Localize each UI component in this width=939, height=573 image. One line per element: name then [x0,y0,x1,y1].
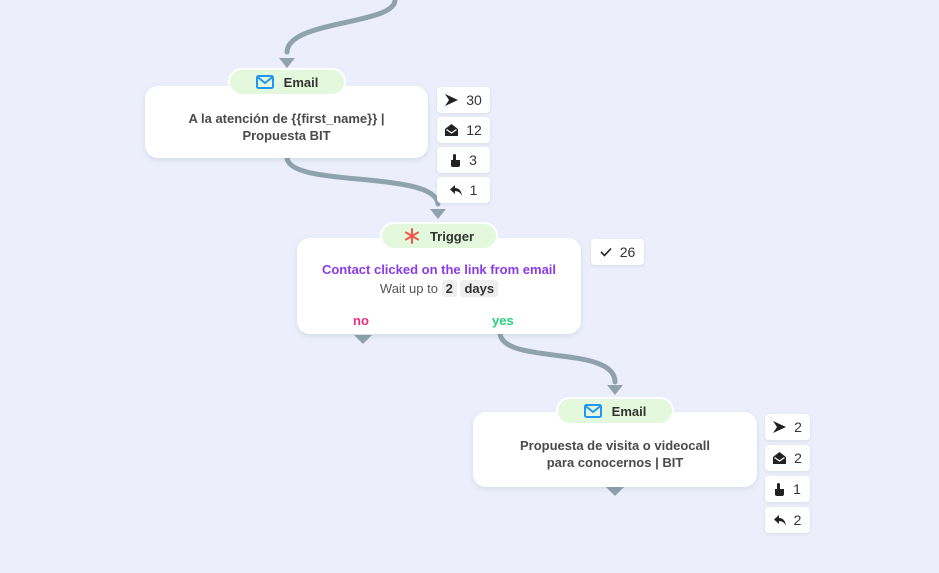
open-envelope-icon [445,124,459,136]
wait-prefix: Wait up to [379,281,438,296]
stat-sent-1[interactable]: 30 [437,87,490,113]
connector-top [284,0,398,55]
trigger-pill-label: Trigger [429,228,475,244]
reply-icon [773,514,786,526]
trigger-condition: Contact clicked on the link from email [321,262,557,277]
stat-clicked-value: 1 [793,481,801,497]
stat-opened-value: 12 [466,122,482,138]
stat-opened-1[interactable]: 12 [437,117,490,143]
branch-no-label[interactable]: no [353,313,369,328]
envelope-icon [583,404,602,418]
trigger-node[interactable]: Contact clicked on the link from email W… [297,238,581,334]
email-pill-label: Email [611,403,647,419]
email-pill-2[interactable]: Email [556,397,674,425]
wait-value[interactable]: 2 [441,280,457,297]
stat-sent-value: 30 [466,92,482,108]
reply-icon [449,184,462,196]
stat-sent-value: 2 [794,419,802,435]
connector-email1-trigger [284,155,441,207]
arrowhead-email1 [279,58,295,68]
stat-replied-1[interactable]: 1 [437,177,490,203]
pointer-hand-icon [775,482,785,496]
wait-unit[interactable]: days [460,280,499,297]
email-subject-line1: Propuesta de visita o videocall [519,438,710,453]
open-envelope-icon [773,452,787,464]
email-subject-line1: A la atención de {{first_name}} | [188,111,385,126]
connector-yes-email2 [497,331,618,385]
send-arrow-icon [445,94,459,106]
stat-replied-2[interactable]: 2 [765,507,810,533]
stat-sent-2[interactable]: 2 [765,414,810,440]
email-subject-line2: Propuesta BIT [242,128,331,143]
stat-opened-2[interactable]: 2 [765,445,810,471]
stat-opened-value: 2 [794,450,802,466]
trigger-pill[interactable]: Trigger [380,222,498,250]
email-subject-line2: para conocernos | BIT [546,455,684,470]
asterisk-icon [404,228,420,244]
branch-yes-label[interactable]: yes [492,313,514,328]
pointer-hand-icon [451,153,461,167]
stat-clicked-1[interactable]: 3 [437,147,490,173]
envelope-icon [255,75,274,89]
stat-clicked-value: 3 [469,152,477,168]
stat-replied-value: 2 [793,512,802,528]
trigger-count-badge[interactable]: 26 [591,239,644,265]
stat-clicked-2[interactable]: 1 [765,476,810,502]
arrowhead-email2-out [606,487,624,496]
arrowhead-trigger [430,209,446,219]
send-arrow-icon [773,421,787,433]
email-node-1[interactable]: A la atención de {{first_name}} | Propue… [145,86,428,158]
check-icon [600,247,612,257]
trigger-count-value: 26 [619,244,636,260]
stat-replied-value: 1 [469,182,478,198]
email-pill-1[interactable]: Email [228,68,346,96]
trigger-wait: Wait up to 2 days [297,280,581,297]
email-pill-label: Email [283,74,319,90]
arrowhead-no-branch [354,335,372,344]
arrowhead-email2 [607,385,623,395]
